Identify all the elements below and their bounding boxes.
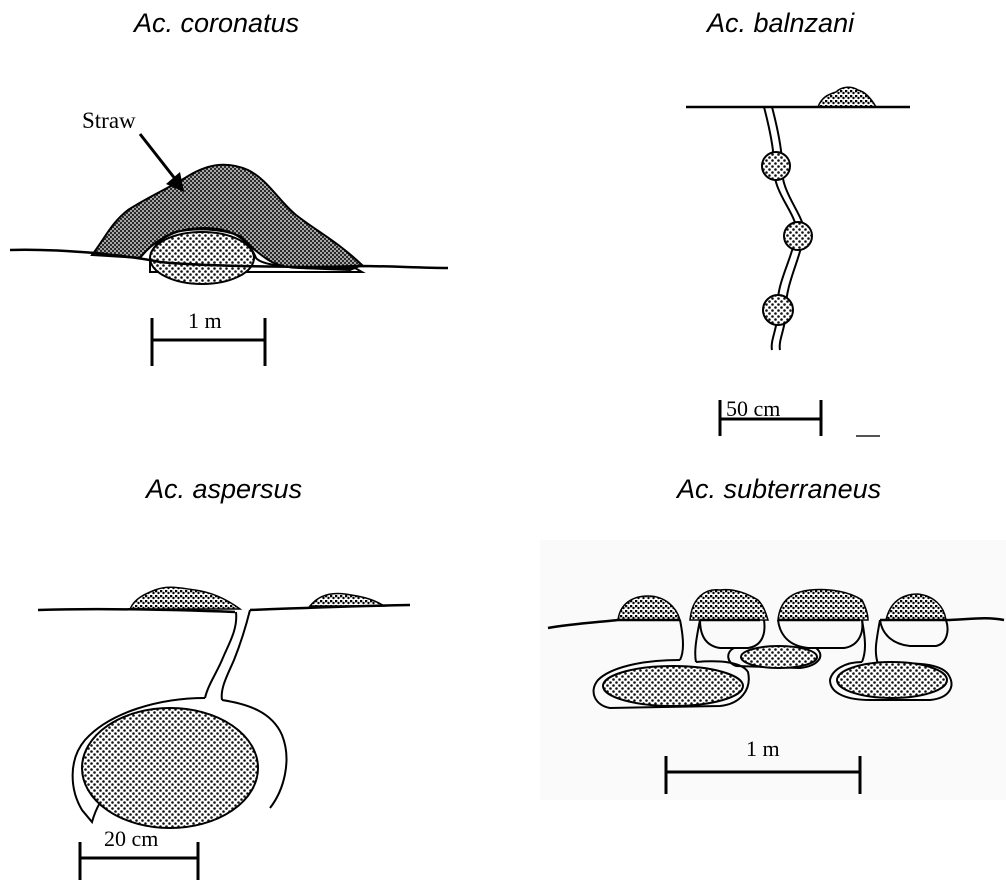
coronatus-chamber — [150, 232, 254, 284]
subterraneus-chamber — [837, 662, 947, 698]
straw-label: Straw — [82, 108, 136, 133]
balnzani-diagram: 50 cm — [686, 87, 910, 436]
subterraneus-chamber — [741, 646, 817, 668]
aspersus-diagram: 20 cm — [38, 587, 410, 880]
balnzani-chamber — [784, 222, 812, 250]
scale-label-subterraneus: 1 m — [746, 736, 780, 761]
aspersus-tunnel — [205, 612, 236, 698]
balnzani-chamber — [763, 295, 793, 325]
scale-label-coronatus: 1 m — [188, 308, 222, 333]
coronatus-diagram: Straw 1 m — [10, 108, 448, 366]
scale-label-aspersus: 20 cm — [104, 826, 158, 851]
subterraneus-diagram: 1 m — [540, 540, 1006, 800]
subterraneus-chamber — [603, 666, 743, 706]
aspersus-chamber — [82, 708, 258, 828]
scale-label-balnzani: 50 cm — [726, 396, 780, 421]
aspersus-mound-right — [310, 594, 384, 607]
straw-arrow — [140, 134, 176, 180]
balnzani-chamber — [762, 152, 790, 180]
balnzani-mound — [818, 87, 876, 107]
aspersus-mound-left — [130, 587, 240, 609]
